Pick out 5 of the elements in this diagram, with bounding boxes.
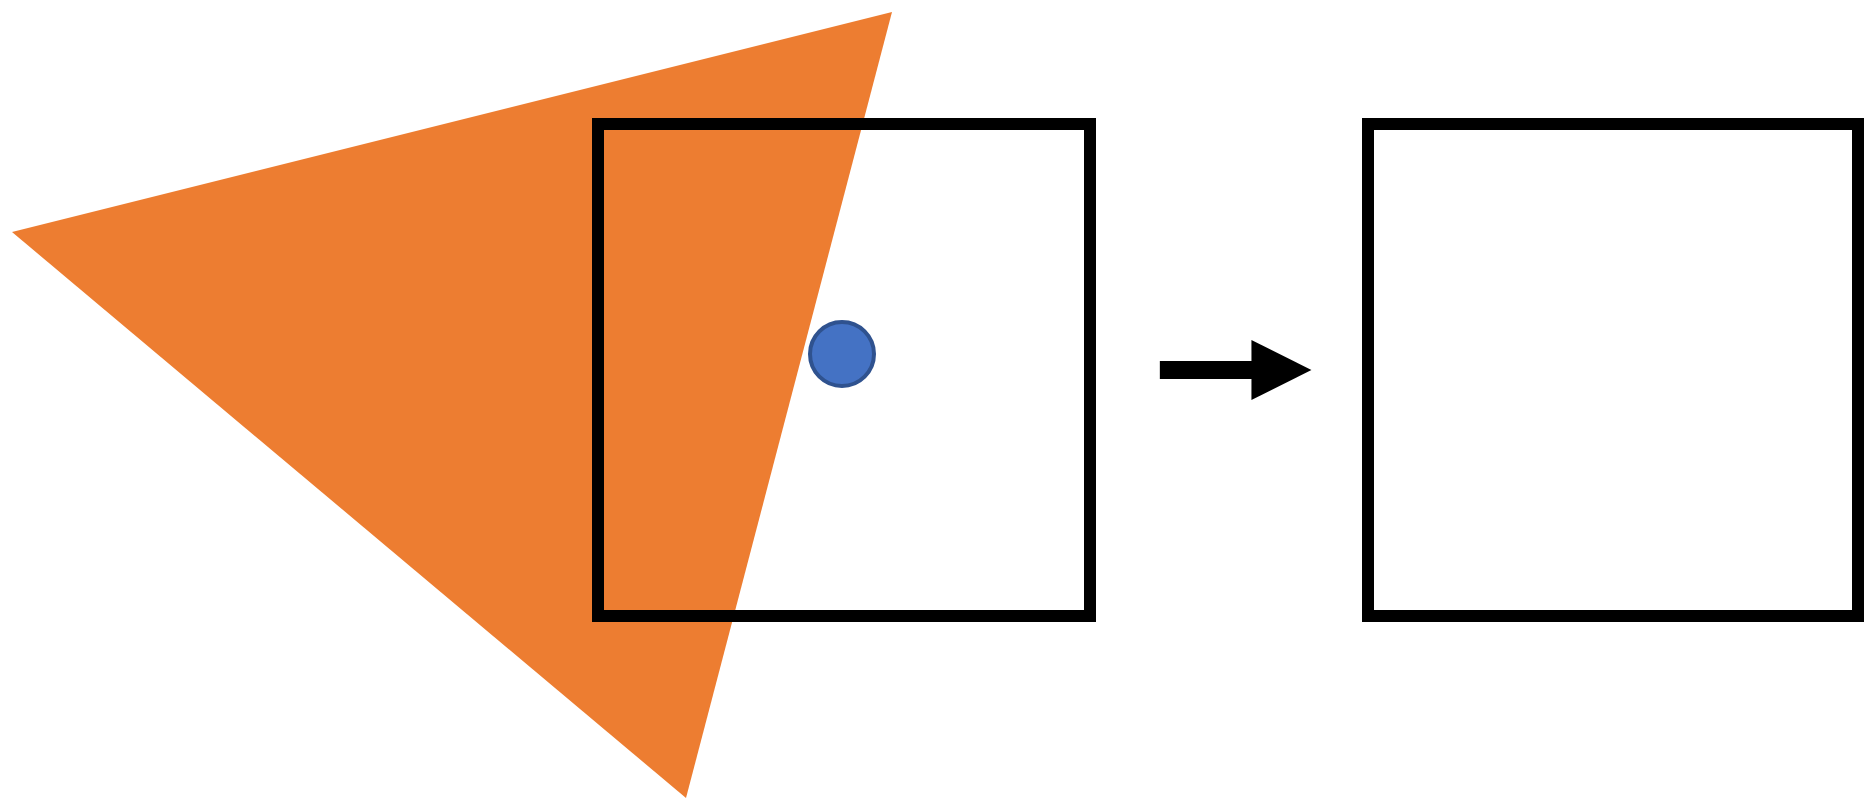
square-frame	[592, 118, 1096, 622]
dot	[808, 320, 876, 388]
triangle	[10, 10, 896, 802]
arrow	[1159, 340, 1312, 400]
square-frame	[1362, 118, 1864, 622]
